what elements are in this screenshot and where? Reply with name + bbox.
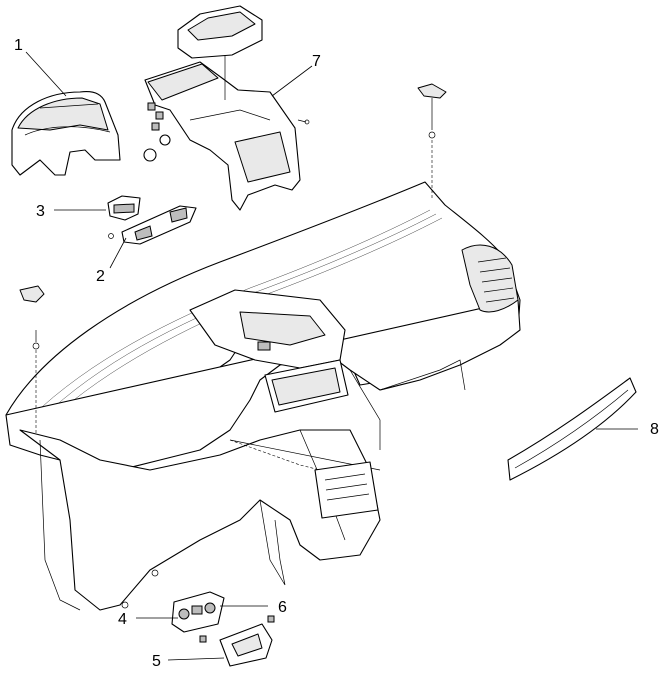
callout-4: 4 <box>118 611 127 628</box>
left-end-cap <box>19 285 45 435</box>
part-3-switch-module <box>107 195 141 221</box>
part-4-climate-control <box>171 591 225 633</box>
right-end-cap <box>417 83 447 200</box>
callout-5: 5 <box>152 653 161 670</box>
part-8-trim-strip <box>507 377 637 481</box>
part-7-center-bezel <box>144 61 301 211</box>
fastener-clips <box>143 102 310 162</box>
callout-3: 3 <box>36 203 45 220</box>
callout-1: 1 <box>14 37 23 54</box>
callout-7: 7 <box>312 53 321 70</box>
part-2-switch-bezel <box>108 205 197 245</box>
part-5-lower-bezel <box>199 615 275 667</box>
leader-lines <box>25 51 638 661</box>
upper-display-unit <box>177 5 263 100</box>
callout-2: 2 <box>96 268 105 285</box>
part-1-cluster-hood <box>11 91 121 176</box>
instrument-panel-body <box>5 181 521 611</box>
callout-labels: 1 2 3 4 5 6 7 8 <box>14 37 659 670</box>
callout-8: 8 <box>650 421 659 438</box>
callout-6: 6 <box>278 599 287 616</box>
